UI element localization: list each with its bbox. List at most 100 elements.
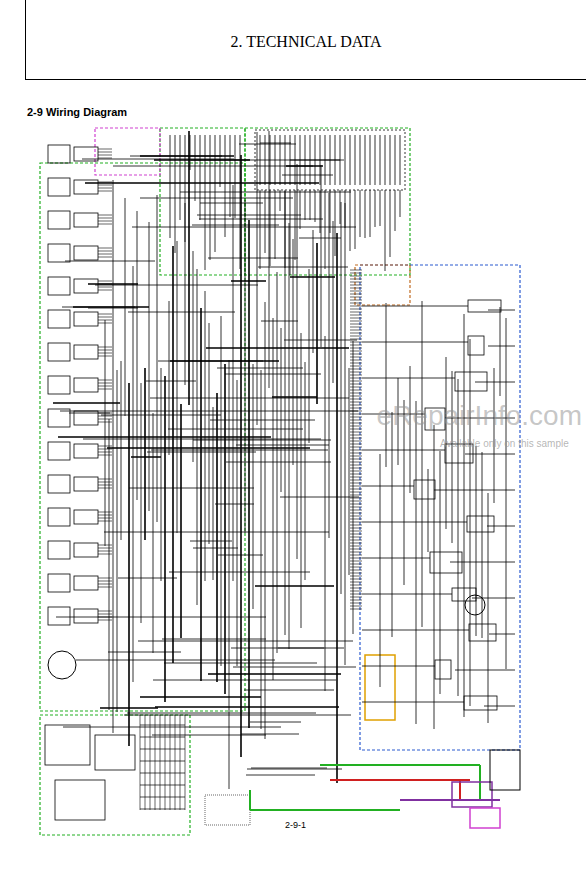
wire bbox=[98, 551, 112, 552]
wire bbox=[350, 558, 362, 559]
wire bbox=[260, 190, 261, 269]
wire bbox=[350, 477, 362, 478]
wire bbox=[208, 673, 341, 675]
wire bbox=[160, 715, 161, 810]
wire bbox=[250, 809, 400, 811]
wire bbox=[350, 357, 362, 358]
wire bbox=[350, 411, 362, 412]
wire bbox=[225, 374, 321, 375]
wire bbox=[117, 370, 118, 712]
wire bbox=[98, 449, 112, 450]
wire bbox=[350, 426, 362, 427]
wire bbox=[98, 221, 112, 222]
wire bbox=[147, 452, 256, 453]
wire bbox=[350, 555, 362, 556]
component-symbol bbox=[48, 310, 70, 328]
wire bbox=[98, 416, 112, 417]
wire bbox=[140, 785, 185, 786]
wire bbox=[293, 239, 294, 465]
wire bbox=[58, 436, 271, 438]
wire bbox=[422, 301, 423, 627]
wire bbox=[185, 715, 186, 810]
wire bbox=[149, 222, 150, 511]
wire bbox=[360, 190, 361, 237]
wire bbox=[355, 135, 356, 185]
wire bbox=[350, 309, 362, 310]
wire bbox=[245, 200, 246, 533]
wire bbox=[313, 230, 314, 353]
wire bbox=[355, 190, 356, 249]
wire bbox=[270, 135, 271, 185]
wire bbox=[365, 135, 366, 185]
wire bbox=[353, 341, 354, 634]
wire bbox=[265, 135, 266, 185]
wire bbox=[350, 390, 362, 391]
wire bbox=[152, 735, 266, 736]
wire bbox=[350, 591, 362, 592]
wire bbox=[350, 453, 362, 454]
wire bbox=[500, 307, 501, 396]
wire bbox=[390, 135, 391, 185]
wire bbox=[98, 218, 112, 219]
wire bbox=[107, 447, 310, 449]
wire bbox=[164, 376, 166, 702]
wire bbox=[350, 405, 362, 406]
wire bbox=[140, 725, 185, 726]
watermark: eRepairInfo.com bbox=[377, 400, 582, 432]
wire bbox=[350, 303, 362, 304]
wire bbox=[350, 402, 362, 403]
wire bbox=[350, 321, 362, 322]
wire bbox=[325, 336, 326, 691]
wire bbox=[250, 722, 301, 723]
wire bbox=[188, 131, 190, 405]
wire bbox=[350, 417, 362, 418]
wire bbox=[231, 648, 344, 649]
component-symbol bbox=[45, 725, 90, 765]
wire bbox=[349, 368, 350, 575]
wire bbox=[350, 432, 362, 433]
wire bbox=[269, 131, 270, 388]
component-symbol bbox=[490, 750, 520, 790]
wire bbox=[221, 316, 222, 666]
wire bbox=[350, 414, 362, 415]
wire bbox=[164, 663, 317, 664]
wire bbox=[98, 215, 112, 216]
wire bbox=[395, 135, 396, 185]
wire bbox=[199, 219, 323, 220]
wire bbox=[98, 413, 112, 414]
component-symbol bbox=[469, 624, 496, 641]
wire bbox=[345, 135, 346, 185]
wire bbox=[400, 799, 500, 801]
wire bbox=[390, 190, 391, 257]
component-symbol bbox=[48, 211, 70, 229]
wire bbox=[240, 135, 241, 269]
wire bbox=[140, 809, 185, 810]
wire bbox=[63, 727, 281, 728]
wire bbox=[155, 715, 156, 810]
wire bbox=[350, 441, 362, 442]
wire bbox=[210, 420, 315, 421]
wire bbox=[246, 775, 315, 776]
wire bbox=[140, 797, 185, 798]
wire bbox=[98, 251, 112, 252]
wire bbox=[489, 634, 515, 635]
wire bbox=[350, 330, 362, 331]
wire bbox=[239, 144, 296, 145]
wire bbox=[98, 248, 112, 249]
wire bbox=[285, 190, 286, 268]
wire bbox=[193, 548, 238, 549]
wire bbox=[428, 469, 429, 552]
component-symbol bbox=[74, 312, 98, 326]
wire bbox=[98, 155, 112, 156]
wire bbox=[350, 363, 362, 364]
wire bbox=[350, 285, 362, 286]
wire bbox=[333, 221, 334, 383]
wire bbox=[98, 386, 112, 387]
wire bbox=[280, 190, 281, 211]
wire bbox=[350, 190, 351, 251]
wire bbox=[205, 291, 206, 581]
wire bbox=[289, 223, 290, 649]
wire bbox=[362, 342, 468, 343]
wire bbox=[350, 510, 362, 511]
wire bbox=[98, 323, 112, 324]
